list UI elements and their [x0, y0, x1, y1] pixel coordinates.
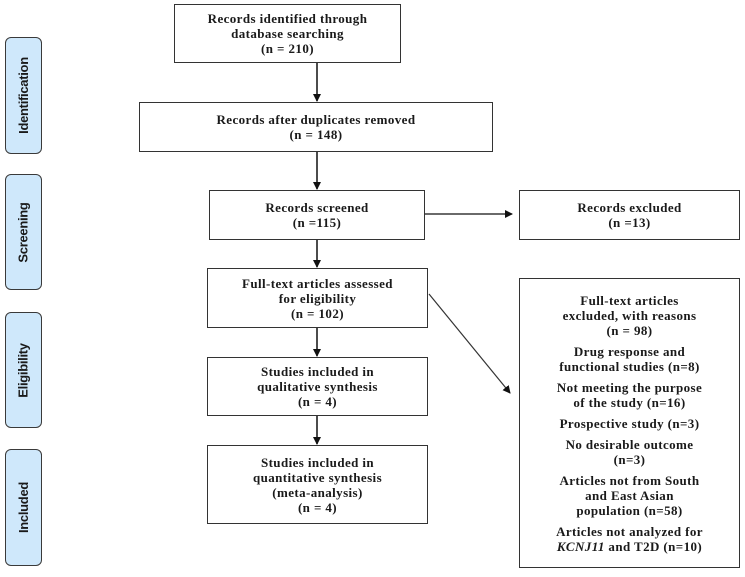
text-line: of the study (n=16)	[573, 394, 686, 410]
phase-screening: Screening	[5, 174, 42, 290]
excluded-header: Full-text articles excluded, with reason…	[563, 293, 697, 338]
gene-name: KCNJ11	[556, 538, 605, 554]
phase-included: Included	[5, 449, 42, 566]
text-line: Prospective study (n=3)	[559, 415, 700, 431]
text-line: (n = 4)	[297, 499, 338, 515]
text-line: Records excluded	[577, 200, 682, 215]
box-qualitative-synthesis: Studies included in qualitative synthesi…	[207, 357, 428, 416]
phase-identification: Identification	[5, 37, 42, 154]
exclusion-reason: Not meeting the purpose of the study (n=…	[557, 380, 702, 410]
phase-label: Included	[16, 481, 31, 534]
text-line: quantitative synthesis	[252, 469, 383, 485]
text-line: excluded, with reasons	[562, 307, 697, 323]
text-line: (n = 4)	[297, 394, 338, 409]
text-line: (n = 148)	[289, 127, 343, 142]
text-line: Records screened	[265, 200, 369, 215]
phase-label: Eligibility	[16, 342, 32, 398]
box-records-excluded: Records excluded (n =13)	[519, 190, 740, 240]
exclusion-reason: Articles not analyzed for KCNJ11 and T2D…	[556, 524, 703, 554]
exclusion-reason: No desirable outcome (n=3)	[566, 437, 694, 467]
text-line: Not meeting the purpose	[556, 379, 703, 395]
exclusion-reason: Prospective study (n=3)	[560, 416, 700, 431]
box-records-screened: Records screened (n =115)	[209, 190, 425, 240]
text-line: (n = 98)	[606, 322, 653, 338]
text-line: Full-text articles assessed	[242, 275, 393, 291]
text-line: No desirable outcome	[565, 436, 694, 452]
text-line: (n=3)	[613, 451, 646, 467]
text-line: population (n=58)	[576, 502, 683, 518]
arrow-fulltext-to-excluded	[428, 293, 511, 394]
text-line: Studies included in	[260, 364, 375, 379]
box-quantitative-synthesis: Studies included in quantitative synthes…	[207, 445, 428, 524]
text-line: qualitative synthesis	[257, 379, 378, 394]
phase-label: Identification	[16, 57, 32, 134]
box-fulltext-assessed: Full-text articles assessed for eligibil…	[207, 268, 428, 328]
box-records-identified: Records identified through database sear…	[174, 4, 401, 63]
text-line: (meta-analysis)	[272, 484, 363, 500]
text-line: Drug response and	[573, 343, 686, 359]
text-line: (n = 210)	[261, 41, 314, 56]
phase-label: Screening	[16, 201, 31, 263]
text-line: for eligibility	[278, 290, 357, 306]
text-line: Studies included in	[260, 454, 375, 470]
text-fragment: and T2D (n=10)	[604, 538, 703, 554]
text-line: KCNJ11 and T2D (n=10)	[556, 539, 703, 554]
box-fulltext-excluded: Full-text articles excluded, with reason…	[519, 278, 740, 568]
text-line: database searching	[231, 26, 344, 41]
box-records-deduplicated: Records after duplicates removed (n = 14…	[139, 102, 493, 152]
exclusion-reason: Articles not from South and East Asian p…	[559, 473, 699, 518]
text-line: functional studies (n=8)	[559, 358, 700, 374]
exclusion-reason: Drug response and functional studies (n=…	[559, 344, 700, 374]
text-line: (n =115)	[292, 215, 342, 230]
text-line: and East Asian	[585, 487, 674, 503]
text-line: (n =13)	[608, 215, 651, 230]
text-line: (n = 102)	[291, 305, 344, 321]
text-line: Records after duplicates removed	[216, 112, 416, 127]
text-line: Articles not analyzed for	[556, 523, 703, 539]
text-line: Records identified through	[207, 11, 368, 26]
phase-eligibility: Eligibility	[5, 312, 42, 428]
text-line: Full-text articles	[580, 292, 679, 308]
text-line: Articles not from South	[559, 472, 700, 488]
